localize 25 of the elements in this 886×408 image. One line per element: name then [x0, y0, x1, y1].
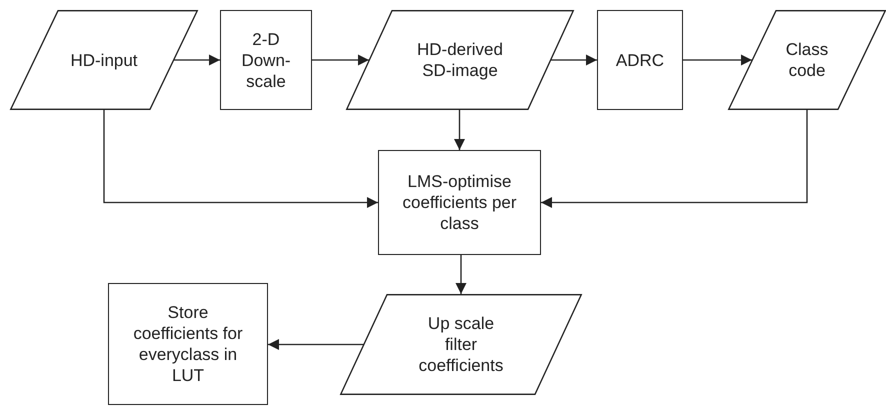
node-label: 2-D Down-scale: [240, 28, 292, 92]
process-box: [378, 150, 541, 255]
arrow: [683, 54, 752, 66]
node-label: Up scale filter coefficients: [418, 313, 504, 376]
arrow: [103, 110, 378, 208]
arrow: [312, 54, 369, 66]
node-label: HD-derived SD-image: [416, 39, 504, 81]
node-label: Store coefficients for everyclass in LUT: [132, 302, 244, 386]
data-parallelogram: [10, 10, 198, 110]
data-parallelogram: [346, 10, 574, 110]
arrow: [456, 255, 466, 294]
data-parallelogram: [340, 294, 582, 395]
arrow: [174, 54, 220, 66]
node-label: Class code: [784, 39, 830, 81]
arrow: [268, 339, 364, 350]
arrow: [551, 54, 597, 66]
arrow: [454, 110, 465, 150]
process-box: [220, 10, 312, 110]
process-box: [597, 10, 683, 110]
arrow: [541, 110, 808, 208]
process-box: [108, 283, 268, 405]
data-parallelogram: [728, 10, 886, 110]
node-label: LMS-optimise coefficients per class: [401, 171, 518, 234]
node-label: HD-input: [70, 50, 138, 70]
node-label: ADRC: [616, 50, 664, 70]
